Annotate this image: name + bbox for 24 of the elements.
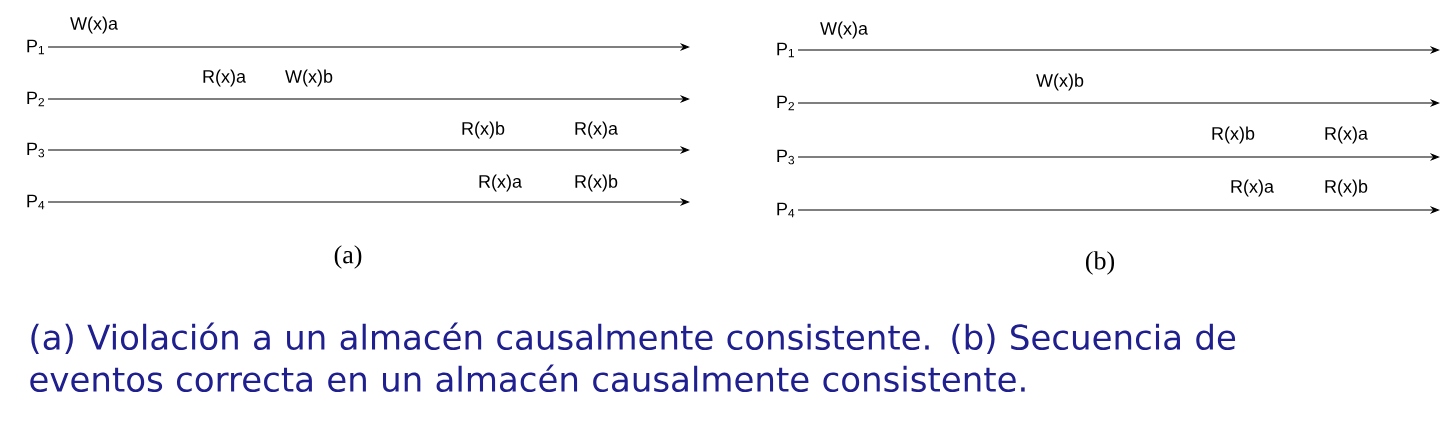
process-label: P$_{3}$ xyxy=(777,149,795,165)
panel-label: (a) xyxy=(334,245,362,269)
event-label: R(x)b xyxy=(575,174,618,192)
process-label: P$_{4}$ xyxy=(777,202,795,218)
event-label: W(x)a xyxy=(70,16,118,34)
process-label: P$_{4}$ xyxy=(27,194,45,210)
event-label: W(x)a xyxy=(820,21,868,39)
event-label: R(x)a xyxy=(203,69,246,87)
event-label: R(x)b xyxy=(462,121,505,139)
process-label: P$_{2}$ xyxy=(27,91,45,107)
caption: (a) Violación a un almacén causalmente consistente. (b) Secuencia de eventos correcta en un almacén causalmente consistente. xyxy=(30,322,1236,393)
panel-label: (b) xyxy=(1085,251,1115,275)
process-label: P$_{3}$ xyxy=(27,142,45,158)
process-label: P$_{1}$ xyxy=(27,39,45,55)
event-label: R(x)b xyxy=(1325,179,1368,197)
event-label: W(x)b xyxy=(1036,73,1084,91)
event-label: R(x)a xyxy=(575,121,618,139)
event-label: W(x)b xyxy=(285,69,333,87)
process-label: P$_{1}$ xyxy=(777,42,794,58)
event-label: R(x)b xyxy=(1212,126,1255,144)
event-label: R(x)a xyxy=(1325,126,1368,144)
event-label: R(x)a xyxy=(1231,179,1274,197)
process-label: P$_{2}$ xyxy=(777,95,794,111)
event-label: R(x)a xyxy=(479,174,522,192)
